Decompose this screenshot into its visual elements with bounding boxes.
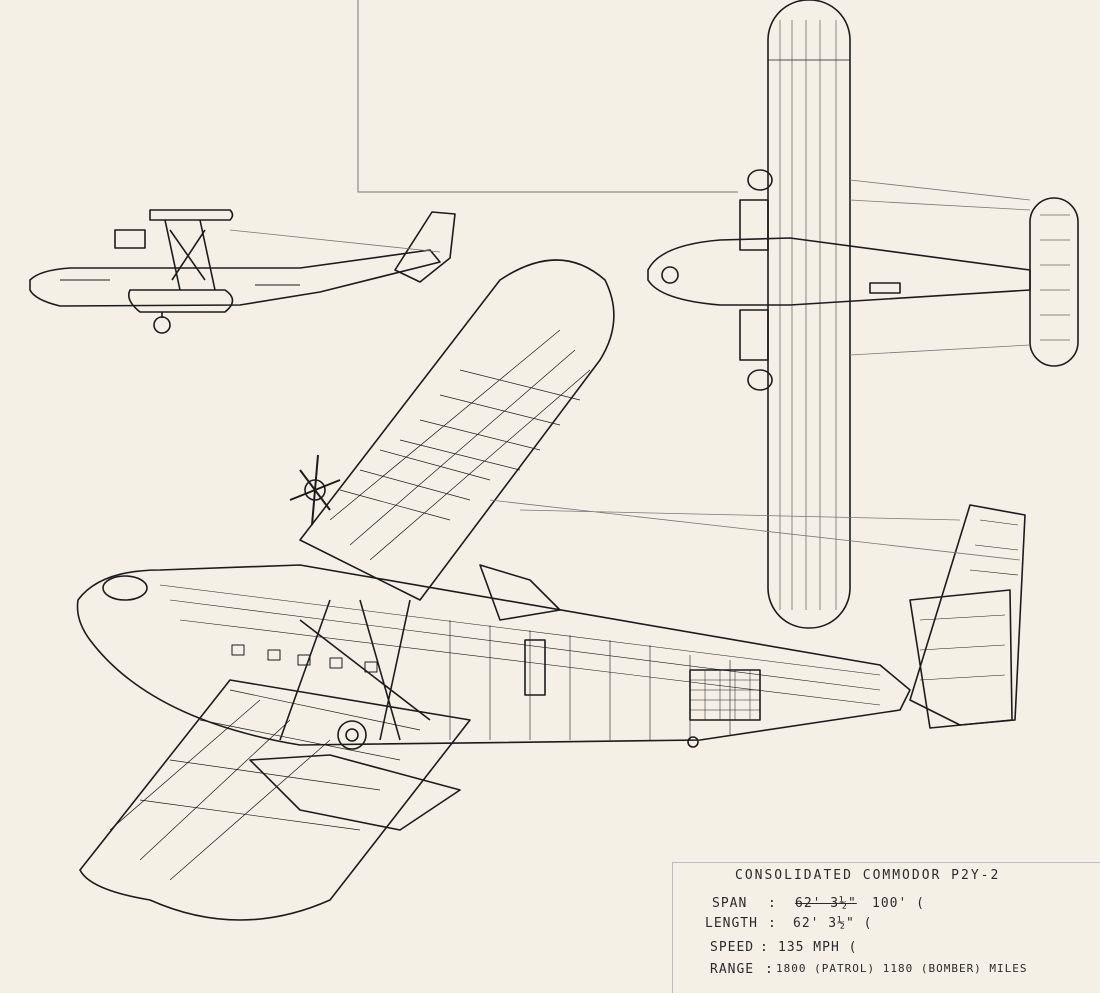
span-value: 100' ( (872, 896, 925, 911)
span-separator: : (768, 896, 777, 911)
top-engine-left (739, 199, 769, 251)
side-wheel (153, 316, 171, 334)
side-view (29, 209, 456, 334)
side-tail-fin (394, 211, 456, 283)
speed-value: 135 MPH ( (778, 940, 858, 955)
top-engine-right (739, 309, 769, 361)
span-struck-value: 62' 3½" (795, 896, 857, 911)
caption-block (672, 862, 1100, 993)
length-label: LENGTH (705, 916, 758, 931)
cutaway-propeller (289, 454, 341, 526)
caption-title: CONSOLIDATED COMMODOR P2Y-2 (735, 868, 1001, 883)
speed-label: SPEED (710, 940, 755, 955)
cutaway-tail-fin (909, 504, 1026, 726)
side-engine (114, 229, 146, 249)
span-label: SPAN (712, 896, 748, 911)
cutaway-upper-wing (299, 259, 615, 601)
cutaway-float (249, 754, 461, 831)
cutaway-tail-lower (909, 589, 1013, 729)
cutaway-lower-wing (79, 679, 471, 921)
cutaway-cabin-door (524, 639, 546, 696)
side-struts (164, 219, 216, 291)
cutaway-hull (76, 564, 911, 746)
top-view (647, 0, 1079, 629)
cutaway-tail-wheel (687, 736, 699, 748)
length-value: 62' 3½" ( (793, 916, 873, 931)
cutaway-struts (279, 599, 431, 741)
range-separator: : (765, 962, 774, 977)
cutaway-view (76, 259, 1026, 921)
side-float (127, 289, 234, 313)
top-fuselage (647, 237, 1031, 306)
range-label: RANGE (710, 962, 755, 977)
cutaway-windows (231, 644, 378, 673)
cutaway-cargo-grid (689, 669, 761, 721)
range-value: 1800 (PATROL) 1180 (BOMBER) MILES (776, 962, 1028, 975)
cutaway-float-right (479, 564, 561, 621)
top-tailplane (1029, 197, 1079, 367)
top-float-right (747, 369, 773, 391)
frame-line (357, 0, 738, 193)
speed-separator: : (760, 940, 769, 955)
length-separator: : (768, 916, 777, 931)
top-float-left (747, 169, 773, 191)
cutaway-nose-turret (102, 575, 148, 601)
side-upper-wing (149, 209, 234, 221)
cutaway-wheel (337, 720, 367, 750)
side-hull (29, 249, 441, 307)
